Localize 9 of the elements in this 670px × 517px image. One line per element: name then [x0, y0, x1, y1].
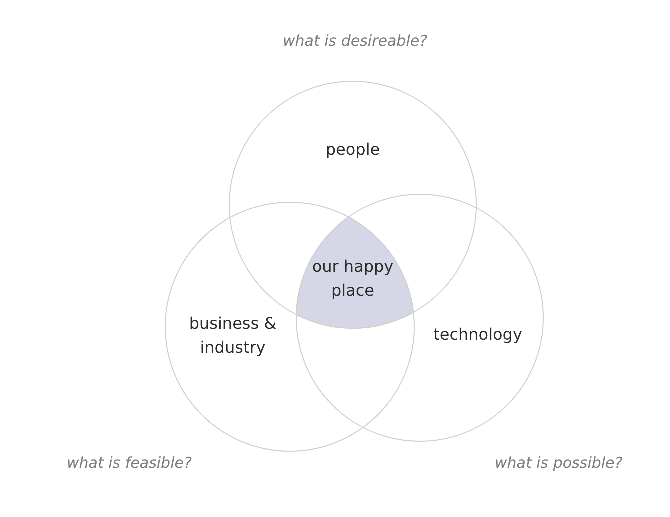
circle-label: technology: [432, 324, 524, 346]
venn-circle: [165, 202, 415, 452]
circle-label: business & industry: [188, 313, 278, 359]
venn-circle: [296, 194, 544, 442]
question-label: what is possible?: [495, 454, 623, 472]
question-label: what is feasible?: [67, 454, 192, 472]
question-label: what is desireable?: [283, 32, 428, 50]
circle-label: people: [324, 139, 382, 161]
region-label: our happy place: [311, 256, 395, 302]
